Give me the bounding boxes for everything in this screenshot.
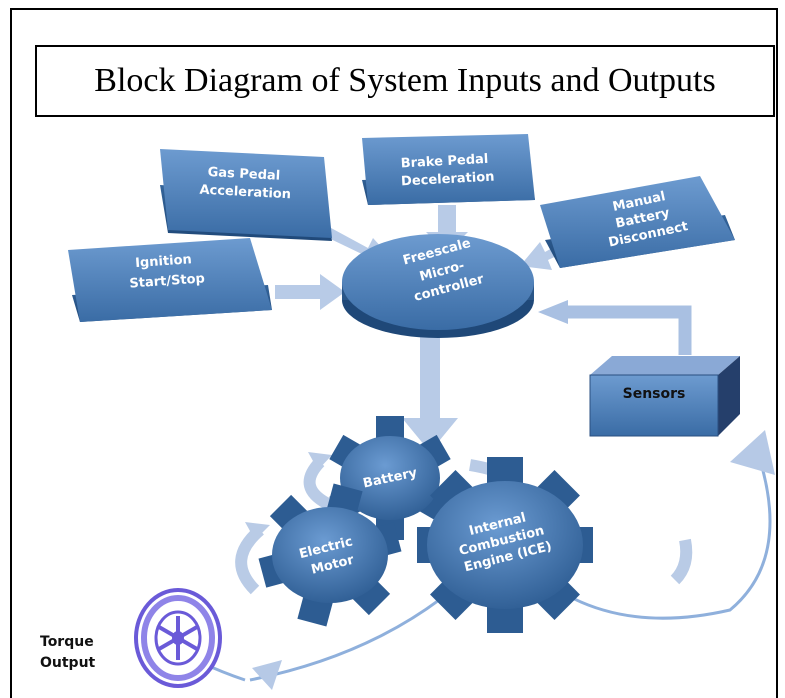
brake-pedal-block: Brake Pedal Deceleration — [362, 134, 535, 205]
ice-gear: Internal Combustion Engine (ICE) — [417, 457, 593, 633]
svg-text:Brake Pedal Deceleration: Brake Pedal Deceleration — [400, 152, 495, 190]
sensors-label: Sensors — [623, 386, 686, 402]
ignition-block: Ignition Start/Stop — [68, 238, 272, 322]
gas-pedal-label-2: Acceleration — [199, 183, 291, 203]
tire-icon — [134, 588, 222, 688]
torque-label-1: Torque — [40, 634, 94, 650]
microcontroller-disc: Freescale Micro- controller — [342, 234, 534, 338]
torque-output-label: Torque Output — [40, 634, 99, 671]
electric-motor-gear: Electric Motor — [258, 483, 402, 627]
page-title: Block Diagram of System Inputs and Outpu… — [94, 62, 716, 99]
title-box: Block Diagram of System Inputs and Outpu… — [35, 45, 775, 117]
loop-arrow-heads — [245, 452, 332, 540]
ignition-label-1: Ignition — [135, 252, 193, 271]
controller-to-battery-arrow — [402, 325, 458, 452]
brake-pedal-label-1: Brake Pedal — [400, 152, 488, 172]
manual-battery-block: Manual Battery Disconnect — [540, 176, 735, 268]
brake-pedal-label-2: Deceleration — [401, 170, 495, 190]
gas-pedal-block: Gas Pedal Acceleration — [160, 149, 332, 241]
ignition-arrow — [275, 274, 345, 310]
sensors-block: Sensors — [589, 356, 740, 437]
torque-label-2: Output — [40, 655, 96, 671]
return-arrow-head-left — [252, 660, 282, 690]
diagram-frame — [10, 8, 778, 698]
gas-pedal-label-1: Gas Pedal — [207, 165, 280, 184]
svg-text:Gas Pedal Acceleration: Gas Pedal Acceleration — [199, 165, 292, 203]
return-arrow-head-right — [730, 430, 775, 475]
sensor-feedback-arrow — [538, 300, 692, 355]
ignition-label-2: Start/Stop — [129, 271, 205, 291]
svg-text:Ignition Start/Stop: Ignition Start/Stop — [128, 251, 206, 291]
